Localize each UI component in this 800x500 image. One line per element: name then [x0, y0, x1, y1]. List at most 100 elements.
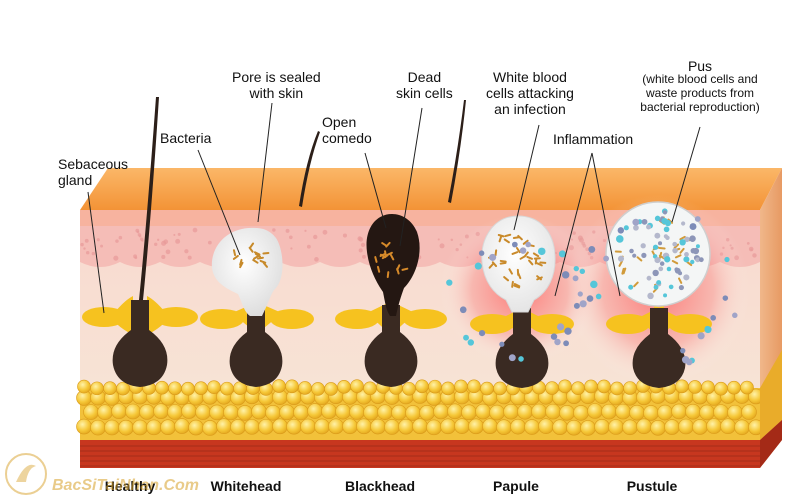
pus-cell	[664, 256, 671, 263]
fat-cell	[580, 420, 596, 436]
fat-cell	[503, 403, 519, 420]
label-pus-title: Pus	[687, 58, 713, 74]
fat-cell	[118, 419, 134, 436]
fat-cell	[622, 419, 638, 436]
pus-cell	[652, 244, 659, 250]
pus-cell	[652, 269, 659, 277]
stage-pustule: Pustule	[626, 478, 678, 494]
pus-cell	[698, 257, 704, 263]
fat-cell	[740, 380, 754, 395]
bacterium	[678, 277, 683, 284]
stage-papule: Papule	[493, 478, 539, 494]
muscle-layer	[80, 440, 760, 468]
fat-cell	[377, 404, 393, 420]
bacterium	[526, 255, 533, 260]
bacterium	[636, 256, 643, 262]
bacterium	[254, 252, 261, 258]
whitehead-follicle	[200, 227, 314, 387]
dead-skin-cell	[384, 250, 387, 258]
fat-cell	[664, 419, 680, 435]
fat-cell	[181, 381, 195, 396]
fat-cell	[335, 403, 351, 420]
white-blood-cell	[572, 275, 579, 282]
white-blood-cell	[519, 247, 527, 254]
white-blood-cell	[557, 323, 565, 331]
bacterium	[532, 252, 540, 258]
fat-cell	[447, 403, 463, 420]
bacterium	[621, 267, 625, 275]
white-blood-cell	[595, 293, 602, 300]
white-blood-cell	[603, 255, 610, 262]
bacterium	[513, 284, 521, 289]
white-blood-cell	[573, 265, 579, 272]
bacterium	[686, 261, 693, 267]
fat-cell	[132, 419, 148, 436]
bacterium	[536, 276, 543, 281]
fat-cell	[272, 418, 288, 435]
bacterium	[232, 254, 239, 260]
fat-cell	[524, 419, 540, 435]
white-blood-cell	[680, 348, 686, 354]
bacterium	[679, 247, 685, 254]
pus-cell	[672, 247, 678, 254]
fat-cell	[90, 419, 106, 436]
fat-cell	[657, 404, 673, 421]
pus-cell	[692, 247, 700, 255]
white-blood-cell	[463, 334, 469, 341]
fat-cell	[496, 419, 512, 435]
fat-cell	[337, 379, 351, 394]
dead-skin-cell	[376, 265, 381, 273]
bacterium	[674, 254, 682, 259]
white-blood-cell	[617, 227, 625, 234]
fat-cell	[216, 418, 232, 435]
bacterium	[513, 283, 521, 288]
white-blood-cell	[467, 339, 475, 346]
fat-cell	[538, 418, 554, 434]
pus-cell	[657, 241, 663, 246]
healthy-follicle	[82, 97, 198, 387]
white-blood-cell	[446, 279, 453, 286]
white-blood-cell	[563, 340, 569, 347]
fat-cell	[688, 380, 702, 394]
bacterium	[511, 251, 519, 255]
fat-cell	[727, 380, 741, 395]
bacterium	[232, 249, 237, 257]
fat-cell	[328, 418, 344, 435]
pus-cell	[646, 275, 652, 281]
fat-cell	[584, 379, 598, 394]
white-blood-cell	[710, 315, 717, 321]
pus-cell	[617, 255, 625, 262]
dead-skin-cell	[386, 251, 393, 256]
pus-cell	[641, 252, 647, 259]
bacterium	[498, 235, 503, 243]
fat-cell	[489, 404, 505, 421]
fat-cell	[706, 418, 722, 434]
papule-white-blood-cells	[446, 241, 587, 362]
fat-cell	[597, 379, 611, 394]
fat-cell	[587, 403, 603, 419]
bacterium	[658, 247, 666, 250]
white-blood-cell	[697, 332, 705, 340]
bacterium	[253, 251, 261, 256]
fat-cell	[76, 418, 92, 435]
fat-cell	[454, 379, 468, 394]
pus-cell	[663, 293, 668, 298]
fat-cell	[517, 403, 533, 420]
fat-cell	[83, 404, 99, 420]
fat-cell	[209, 404, 225, 421]
bacterium	[536, 262, 543, 267]
fat-cell	[426, 419, 442, 436]
white-blood-cell	[579, 268, 586, 275]
pus-cell	[683, 274, 690, 281]
watermark-text: BacSiTaiNhan.Com	[52, 477, 199, 494]
fat-cell	[594, 419, 610, 435]
bacterium	[528, 259, 534, 266]
stage-whitehead: Whitehead	[210, 478, 282, 494]
blackhead-follicle	[335, 214, 447, 387]
fat-cell	[195, 404, 211, 420]
watermark-logo	[5, 453, 47, 495]
